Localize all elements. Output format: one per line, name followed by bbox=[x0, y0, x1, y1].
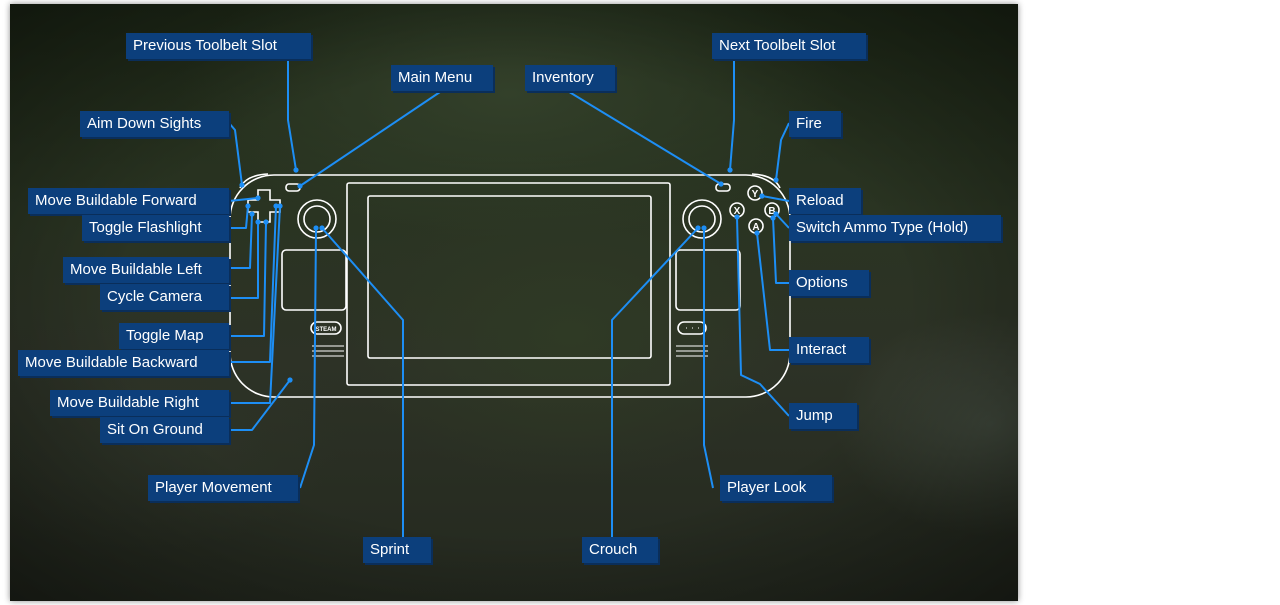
leader-dot bbox=[277, 203, 283, 209]
leader-dot bbox=[754, 230, 760, 236]
leader-player-movement bbox=[299, 227, 317, 489]
leader-dot bbox=[255, 195, 261, 201]
leader-dot bbox=[255, 219, 261, 225]
leader-interact bbox=[756, 232, 789, 351]
right-shoulder-bumper bbox=[751, 173, 781, 189]
right-speaker-grill bbox=[676, 345, 708, 357]
label-sit-on-ground: Sit On Ground bbox=[100, 417, 229, 443]
quick-access-button bbox=[677, 321, 707, 335]
leader-dot bbox=[759, 193, 765, 199]
leader-move-buildable-left bbox=[229, 213, 253, 269]
screen bbox=[367, 195, 652, 359]
label-inventory: Inventory bbox=[525, 65, 615, 91]
leader-jump bbox=[736, 216, 790, 417]
leader-dot bbox=[319, 225, 325, 231]
label-interact: Interact bbox=[789, 337, 869, 363]
leader-dot bbox=[734, 214, 740, 220]
label-options: Options bbox=[789, 270, 869, 296]
leader-main-menu bbox=[299, 89, 444, 187]
leader-fire bbox=[775, 122, 790, 181]
label-crouch: Crouch bbox=[582, 537, 658, 563]
leader-dot bbox=[273, 203, 279, 209]
leader-sit-on-ground bbox=[229, 379, 291, 431]
leader-cycle-camera bbox=[229, 222, 259, 299]
leader-crouch bbox=[611, 227, 699, 538]
leader-next-toolbelt-slot bbox=[729, 58, 735, 171]
leader-dot bbox=[773, 211, 779, 217]
leader-dot bbox=[773, 177, 779, 183]
label-reload: Reload bbox=[789, 188, 861, 214]
steam-button bbox=[310, 321, 342, 335]
leader-dot bbox=[239, 182, 245, 188]
face-button-y bbox=[747, 185, 763, 201]
leader-dot bbox=[770, 215, 776, 221]
leader-toggle-map bbox=[229, 221, 267, 337]
leader-inventory bbox=[565, 89, 722, 185]
leader-move-buildable-forward bbox=[228, 197, 259, 202]
leader-dot bbox=[718, 181, 724, 187]
label-next-toolbelt-slot: Next Toolbelt Slot bbox=[712, 33, 866, 59]
left-thumbstick-cap bbox=[303, 205, 331, 233]
face-button-b-label: B bbox=[768, 206, 775, 217]
label-move-buildable-right: Move Buildable Right bbox=[50, 390, 229, 416]
leader-switch-ammo-type bbox=[775, 213, 790, 229]
label-jump: Jump bbox=[789, 403, 857, 429]
label-sprint: Sprint bbox=[363, 537, 431, 563]
leader-dot bbox=[313, 225, 319, 231]
label-main-menu: Main Menu bbox=[391, 65, 493, 91]
label-aim-down-sights: Aim Down Sights bbox=[80, 111, 229, 137]
right-trackpad bbox=[675, 249, 741, 311]
right-thumbstick bbox=[682, 199, 722, 239]
leader-dot bbox=[695, 225, 701, 231]
label-player-look: Player Look bbox=[720, 475, 832, 501]
leader-move-buildable-right bbox=[229, 205, 281, 404]
label-move-buildable-backward: Move Buildable Backward bbox=[18, 350, 229, 376]
face-button-y-label: Y bbox=[752, 189, 759, 200]
leader-previous-toolbelt-slot bbox=[287, 58, 297, 171]
leader-dot bbox=[245, 203, 251, 209]
leader-dot bbox=[287, 377, 293, 383]
leader-aim-down-sights bbox=[228, 122, 243, 186]
label-toggle-map: Toggle Map bbox=[119, 323, 229, 349]
leader-move-buildable-backward bbox=[229, 205, 277, 363]
label-move-buildable-forward: Move Buildable Forward bbox=[28, 188, 229, 214]
label-fire: Fire bbox=[789, 111, 841, 137]
leader-dot bbox=[727, 167, 733, 173]
label-previous-toolbelt-slot: Previous Toolbelt Slot bbox=[126, 33, 311, 59]
leader-dot bbox=[297, 183, 303, 189]
face-button-a-label: A bbox=[752, 222, 759, 233]
leader-player-look bbox=[703, 228, 714, 489]
label-cycle-camera: Cycle Camera bbox=[100, 284, 229, 310]
label-player-movement: Player Movement bbox=[148, 475, 298, 501]
leader-dot bbox=[293, 167, 299, 173]
leader-options bbox=[772, 217, 789, 284]
left-thumbstick bbox=[297, 199, 337, 239]
leader-dot bbox=[249, 211, 255, 217]
left-trackpad bbox=[281, 249, 347, 311]
leader-dot bbox=[263, 219, 269, 225]
leader-reload bbox=[761, 195, 790, 202]
left-speaker-grill bbox=[312, 345, 344, 357]
leader-sprint bbox=[321, 227, 404, 538]
right-thumbstick-cap bbox=[688, 205, 716, 233]
leader-dot bbox=[701, 225, 707, 231]
leader-toggle-flashlight bbox=[229, 205, 249, 229]
face-button-x-label: X bbox=[734, 206, 741, 217]
steam-button-label: STEAM bbox=[316, 327, 337, 333]
label-switch-ammo-type: Switch Ammo Type (Hold) bbox=[789, 215, 1001, 241]
label-move-buildable-left: Move Buildable Left bbox=[63, 257, 229, 283]
screen-bezel bbox=[346, 182, 671, 386]
label-toggle-flashlight: Toggle Flashlight bbox=[82, 215, 229, 241]
game-scene-background bbox=[10, 4, 1018, 601]
